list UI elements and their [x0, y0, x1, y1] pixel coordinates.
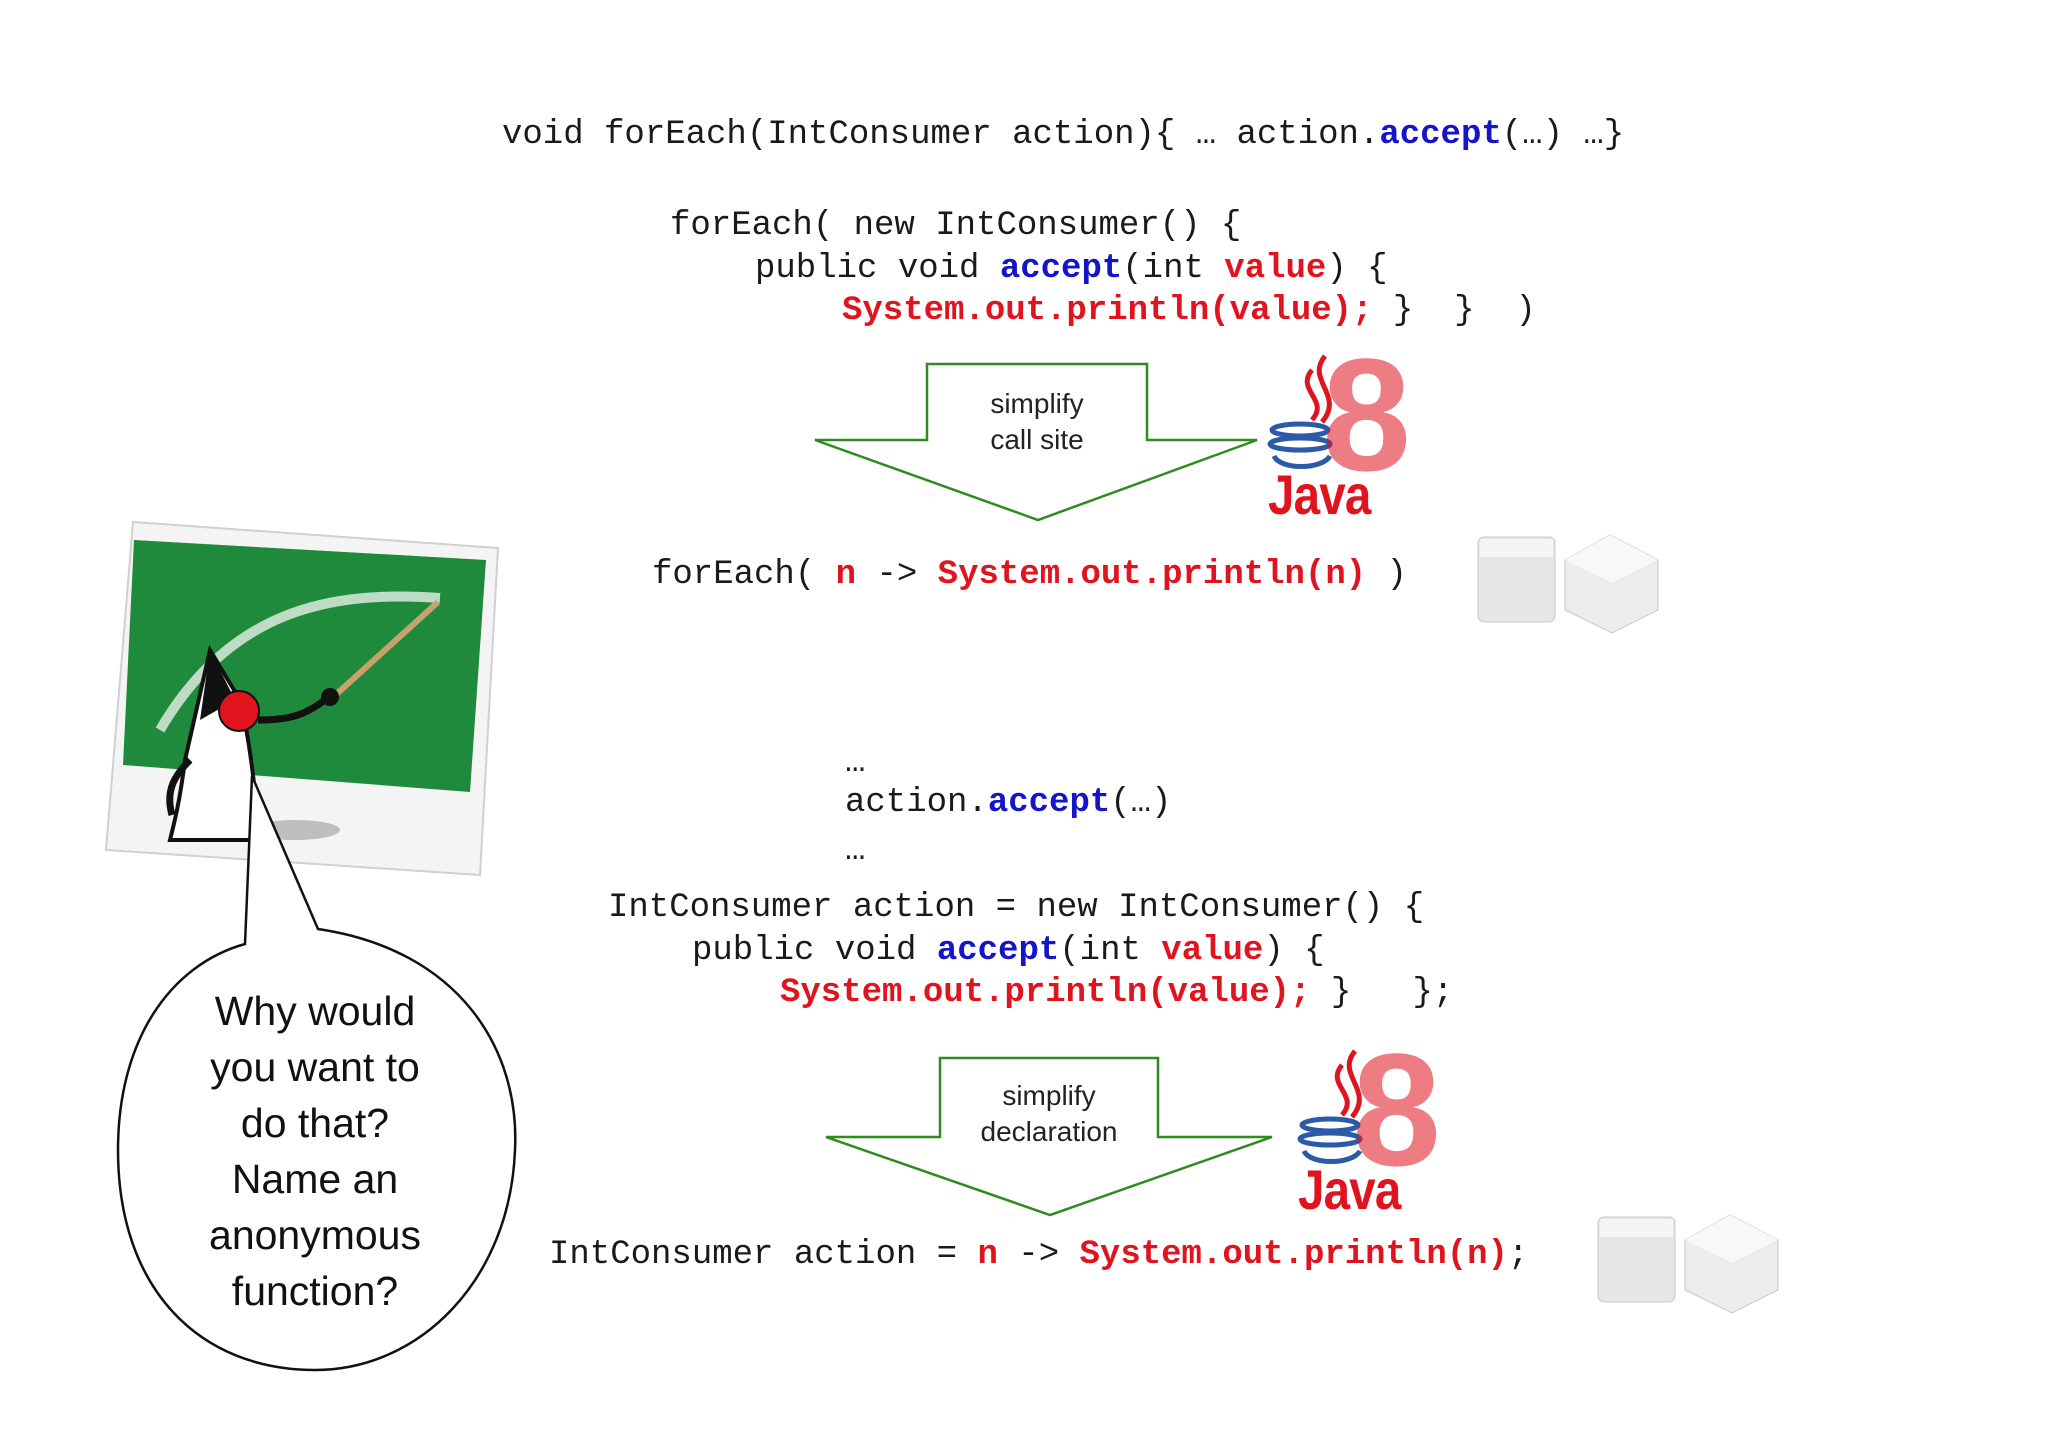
arrow-label-declaration: simplify declaration — [980, 1080, 1118, 1147]
foreach-signature: void forEach(IntConsumer action){ … acti… — [502, 116, 1625, 154]
anon-call-line-1: forEach( new IntConsumer() { — [670, 207, 1242, 245]
java-cup-icon: 8 — [1297, 1020, 1441, 1199]
svg-text:8: 8 — [1322, 325, 1411, 504]
lambda-call: forEach( n -> System.out.println(n) ) — [652, 556, 1407, 594]
simplify-declaration-arrow — [825, 1056, 1273, 1217]
ellipsis-top: … — [845, 744, 866, 782]
anon-decl-line-3: System.out.println(value); } }; — [780, 974, 1454, 1012]
sugar-cubes-top — [1477, 534, 1659, 634]
action-accept-line: action.accept(…) — [845, 784, 1172, 822]
ellipsis-bottom: … — [845, 832, 866, 870]
arrow-label-call-site: simplify call site — [990, 388, 1084, 455]
anon-decl-line-2: public void accept(int value) { — [692, 932, 1325, 970]
lambda-declaration: IntConsumer action = n -> System.out.pri… — [549, 1236, 1529, 1274]
speech-bubble — [116, 775, 517, 1372]
svg-text:8: 8 — [1352, 1020, 1441, 1199]
anon-decl-line-1: IntConsumer action = new IntConsumer() { — [608, 889, 1425, 927]
duke-teacher-illustration — [104, 520, 500, 877]
java-cup-icon: 8 — [1267, 325, 1411, 504]
java-logo-text: Java — [1268, 463, 1371, 526]
anon-call-line-2: public void accept(int value) { — [755, 250, 1388, 288]
speech-bubble-text: Why would you want to do that? Name an a… — [209, 988, 421, 1314]
anon-call-line-3: System.out.println(value); } } ) — [842, 292, 1536, 330]
java-logo-text: Java — [1298, 1158, 1401, 1221]
sugar-cubes-bottom — [1597, 1214, 1779, 1314]
simplify-call-site-arrow — [814, 362, 1258, 522]
